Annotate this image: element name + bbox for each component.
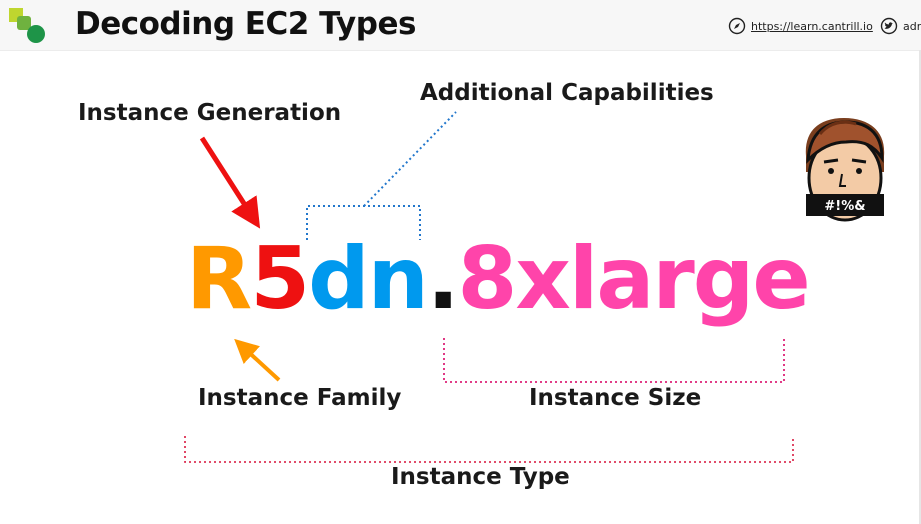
instance-type-string: R5dn.8xlarge [186, 229, 811, 329]
compass-icon [728, 17, 746, 35]
slide-edge [919, 50, 921, 524]
instance-size-text: 8xlarge [457, 229, 811, 329]
page-title: Decoding EC2 Types [75, 6, 416, 42]
twitter-link[interactable]: adri [880, 15, 921, 37]
header-bar: Decoding EC2 Types https://learn.cantril… [0, 0, 921, 51]
capabilities-bracket [306, 111, 457, 240]
family-arrow [234, 338, 281, 382]
additional-capabilities-letters: dn [308, 229, 429, 329]
type-bracket [184, 436, 794, 463]
label-instance-family: Instance Family [198, 385, 402, 411]
twitter-handle[interactable]: adri [903, 19, 921, 33]
separator-dot: . [426, 229, 460, 329]
censored-swear-text: #!%& [824, 199, 865, 214]
website-link[interactable]: https://learn.cantrill.io [728, 15, 873, 37]
presenter-avatar: #!%& [805, 118, 885, 222]
label-instance-size: Instance Size [529, 385, 702, 411]
brand-logo-icon [9, 8, 45, 43]
website-url[interactable]: https://learn.cantrill.io [751, 19, 873, 33]
instance-generation-digit: 5 [250, 229, 310, 329]
size-bracket [443, 338, 785, 383]
twitter-icon [880, 17, 898, 35]
label-instance-type: Instance Type [391, 464, 570, 490]
instance-family-letter: R [186, 229, 252, 329]
generation-arrow [199, 136, 261, 229]
label-instance-generation: Instance Generation [78, 100, 342, 126]
label-additional-capabilities: Additional Capabilities [420, 80, 714, 106]
